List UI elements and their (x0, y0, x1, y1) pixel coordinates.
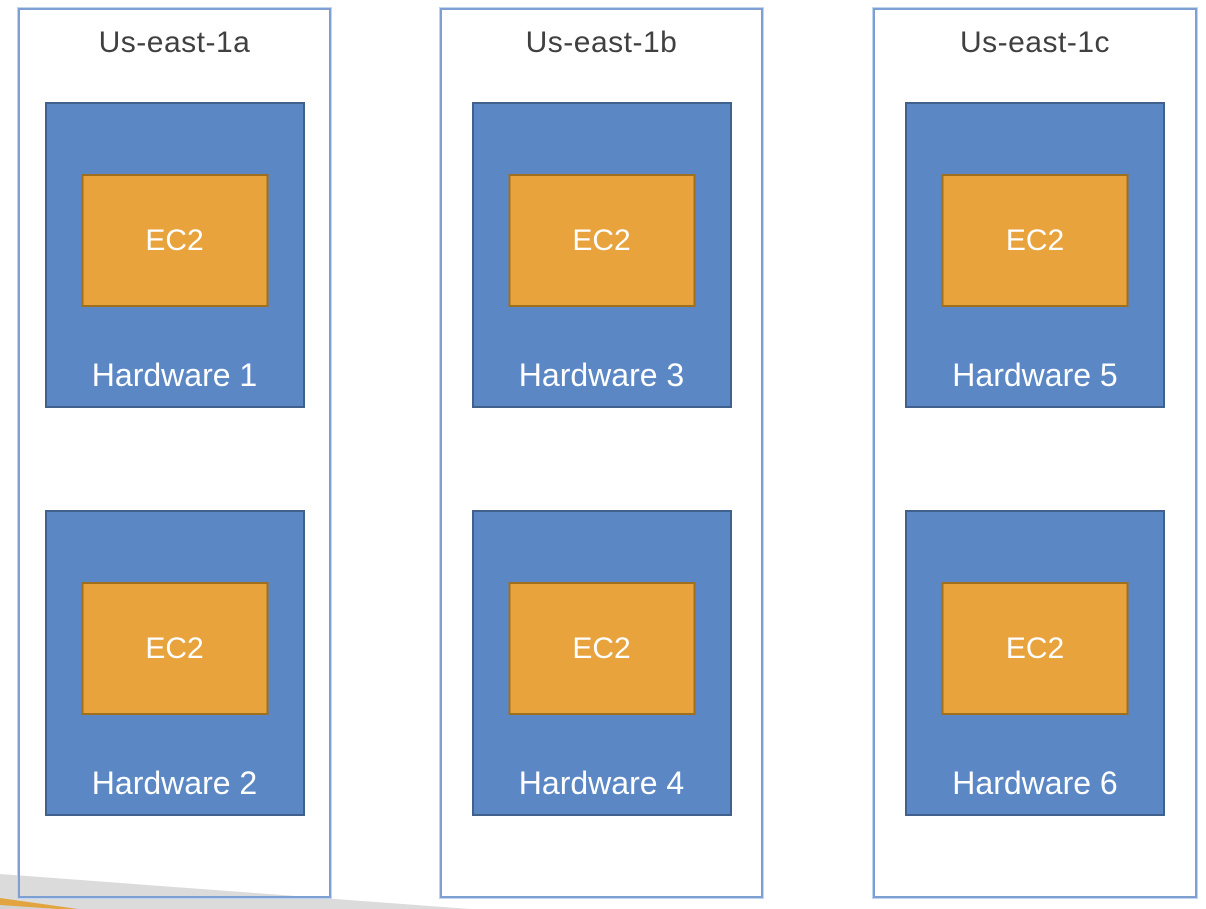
ec2-label: EC2 (145, 223, 204, 257)
hardware-box: EC2 Hardware 6 (905, 510, 1165, 816)
availability-zone-us-east-1b: Us-east-1b EC2 Hardware 3 EC2 Hardware 4 (439, 7, 764, 899)
hardware-box: EC2 Hardware 3 (471, 102, 732, 408)
hardware-label: Hardware 1 (91, 357, 258, 393)
ec2-label: EC2 (145, 631, 204, 665)
orange-wedge-shape (0, 898, 78, 909)
hardware-label: Hardware 2 (91, 765, 258, 801)
hardware-label: Hardware 4 (518, 765, 685, 801)
ec2-label: EC2 (1005, 223, 1065, 257)
availability-zone-us-east-1c: Us-east-1c EC2 Hardware 5 EC2 Hardware 6 (872, 7, 1198, 899)
hardware-box: EC2 Hardware 1 (44, 102, 305, 408)
hardware-label: Hardware 6 (952, 765, 1118, 801)
ec2-instance-box: EC2 (508, 174, 695, 307)
zone-title: Us-east-1c (959, 26, 1111, 59)
ec2-label: EC2 (572, 631, 631, 665)
ec2-label: EC2 (1005, 631, 1065, 665)
hardware-label: Hardware 3 (518, 357, 685, 393)
ec2-label: EC2 (572, 223, 631, 257)
ec2-instance-box: EC2 (508, 582, 695, 715)
ec2-instance-box: EC2 (81, 174, 268, 307)
zone-title: Us-east-1a (98, 26, 251, 59)
hardware-label: Hardware 5 (952, 357, 1118, 393)
zone-title: Us-east-1b (525, 26, 678, 59)
hardware-box: EC2 Hardware 5 (905, 102, 1165, 408)
gray-wedge-shape (0, 874, 470, 909)
ec2-instance-box: EC2 (941, 174, 1129, 307)
ec2-instance-box: EC2 (81, 582, 268, 715)
ec2-instance-box: EC2 (941, 582, 1129, 715)
hardware-box: EC2 Hardware 2 (44, 510, 305, 816)
gray-corner-shape (0, 905, 58, 909)
availability-zone-us-east-1a: Us-east-1a EC2 Hardware 1 EC2 Hardware 2 (17, 7, 332, 899)
hardware-box: EC2 Hardware 4 (471, 510, 732, 816)
